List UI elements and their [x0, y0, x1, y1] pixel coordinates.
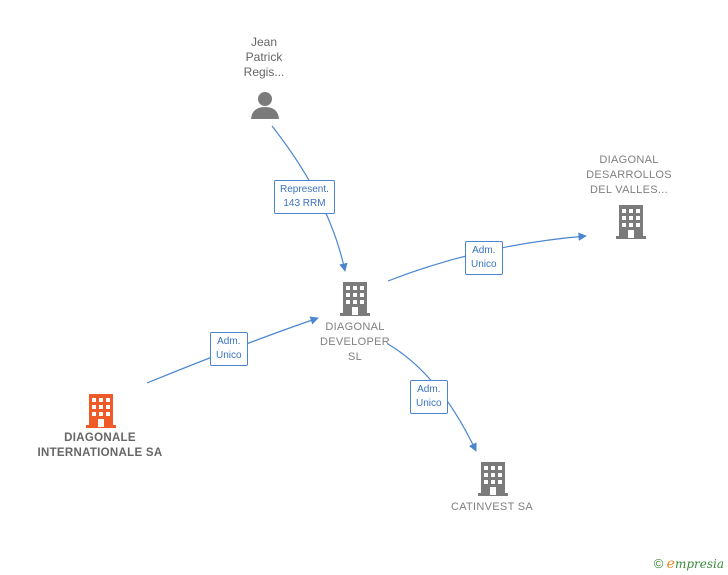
brand-logo-initial: e: [666, 556, 675, 572]
edge-label-line: Represent.: [280, 184, 329, 195]
node-label-line: INTERNATIONALE SA: [37, 447, 163, 459]
edge-label-line: Unico: [471, 259, 497, 270]
node-label-diagonal-desarrollos[interactable]: DIAGONAL DESARROLLOS DEL VALLES...: [574, 153, 684, 198]
node-label-line: Patrick: [245, 50, 283, 64]
node-label-line: SL: [347, 351, 363, 363]
node-label-line: Regis...: [243, 65, 285, 79]
node-label-line: CATINVEST SA: [450, 501, 534, 513]
building-icon[interactable]: [614, 203, 648, 239]
node-label-line: DIAGONAL: [599, 154, 659, 166]
node-label-diagonal-developer[interactable]: DIAGONAL DEVELOPER SL: [305, 320, 405, 365]
brand-credit[interactable]: © empresia: [654, 556, 724, 572]
copyright-icon: ©: [653, 556, 664, 571]
node-label-line: DIAGONAL: [325, 321, 385, 333]
building-icon[interactable]: [476, 460, 510, 496]
edge-label-represent[interactable]: Represent. 143 RRM: [274, 180, 335, 214]
node-label-line: DEVELOPER: [320, 336, 390, 348]
person-icon[interactable]: [250, 90, 280, 120]
edge-label-adm-catinvest[interactable]: Adm. Unico: [410, 380, 448, 414]
node-label-diagonale-internationale[interactable]: DIAGONALE INTERNATIONALE SA: [20, 431, 180, 461]
node-label-jean-patrick[interactable]: Jean Patrick Regis...: [224, 35, 304, 80]
edge-label-line: Unico: [216, 350, 242, 361]
edge-label-line: Adm.: [472, 245, 496, 256]
building-icon[interactable]: [84, 392, 118, 428]
node-label-line: DIAGONALE: [64, 432, 136, 444]
node-label-line: Jean: [250, 35, 278, 49]
edge-label-line: Adm.: [217, 336, 241, 347]
node-label-line: DESARROLLOS: [586, 169, 672, 181]
building-icon[interactable]: [338, 280, 372, 316]
node-label-catinvest[interactable]: CATINVEST SA: [432, 500, 552, 515]
edge-label-line: Unico: [416, 398, 442, 409]
edge-label-line: Adm.: [417, 384, 441, 395]
edge-label-adm-desarrollos[interactable]: Adm. Unico: [465, 241, 503, 275]
edge-label-line: 143 RRM: [283, 198, 326, 209]
edge-label-adm-internationale[interactable]: Adm. Unico: [210, 332, 248, 366]
node-label-line: DEL VALLES...: [590, 184, 668, 196]
brand-logo-text: mpresia: [674, 557, 724, 571]
